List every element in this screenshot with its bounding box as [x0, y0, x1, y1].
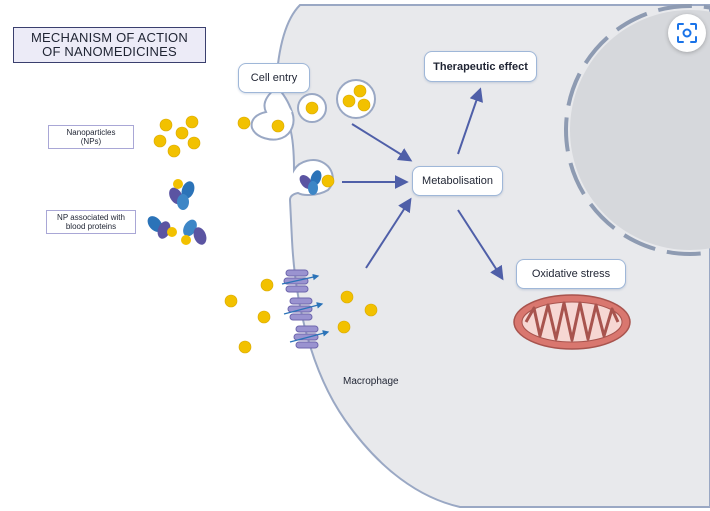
membrane-channel [281, 269, 320, 293]
arrow-to-metabolisation [351, 123, 413, 162]
title-line-2: OF NANOMEDICINES [42, 44, 177, 59]
membrane-channel [283, 297, 324, 321]
vesicle [336, 79, 376, 119]
np-blood-proteins-label: NP associated with blood proteins [46, 210, 136, 234]
therapeutic-effect-label: Therapeutic effect [424, 51, 537, 82]
macrophage-label: Macrophage [343, 376, 399, 387]
nanoparticles-label-line-1: Nanoparticles [66, 128, 116, 137]
diagram-title: MECHANISM OF ACTION OF NANOMEDICINES [13, 27, 206, 63]
arrow-to-oxidative-stress [457, 209, 504, 281]
lens-search-button[interactable] [668, 14, 706, 52]
metabolisation-label: Metabolisation [412, 166, 503, 196]
mitochondrion [513, 294, 631, 350]
arrow-to-metabolisation [365, 197, 412, 269]
cell-entry-label: Cell entry [238, 63, 310, 93]
np-blood-label-line-2: blood proteins [65, 222, 117, 231]
protein-cluster [181, 219, 207, 245]
arrow-to-therapeutic-effect [457, 87, 483, 155]
nucleus [570, 10, 710, 250]
protein-cluster-in-vesicle [299, 170, 322, 195]
nanoparticles [153, 84, 378, 354]
protein-cluster [147, 216, 177, 239]
protein-cluster [169, 179, 195, 210]
lens-search-icon [677, 23, 697, 43]
membrane-channel [289, 325, 330, 349]
oxidative-stress-label: Oxidative stress [516, 259, 626, 289]
nanoparticles-label-line-2: (NPs) [80, 137, 102, 146]
title-line-1: MECHANISM OF ACTION [31, 30, 188, 45]
np-blood-label-line-1: NP associated with [57, 213, 125, 222]
nucleus-membrane [564, 4, 710, 256]
nanoparticles-label: Nanoparticles (NPs) [48, 125, 134, 149]
